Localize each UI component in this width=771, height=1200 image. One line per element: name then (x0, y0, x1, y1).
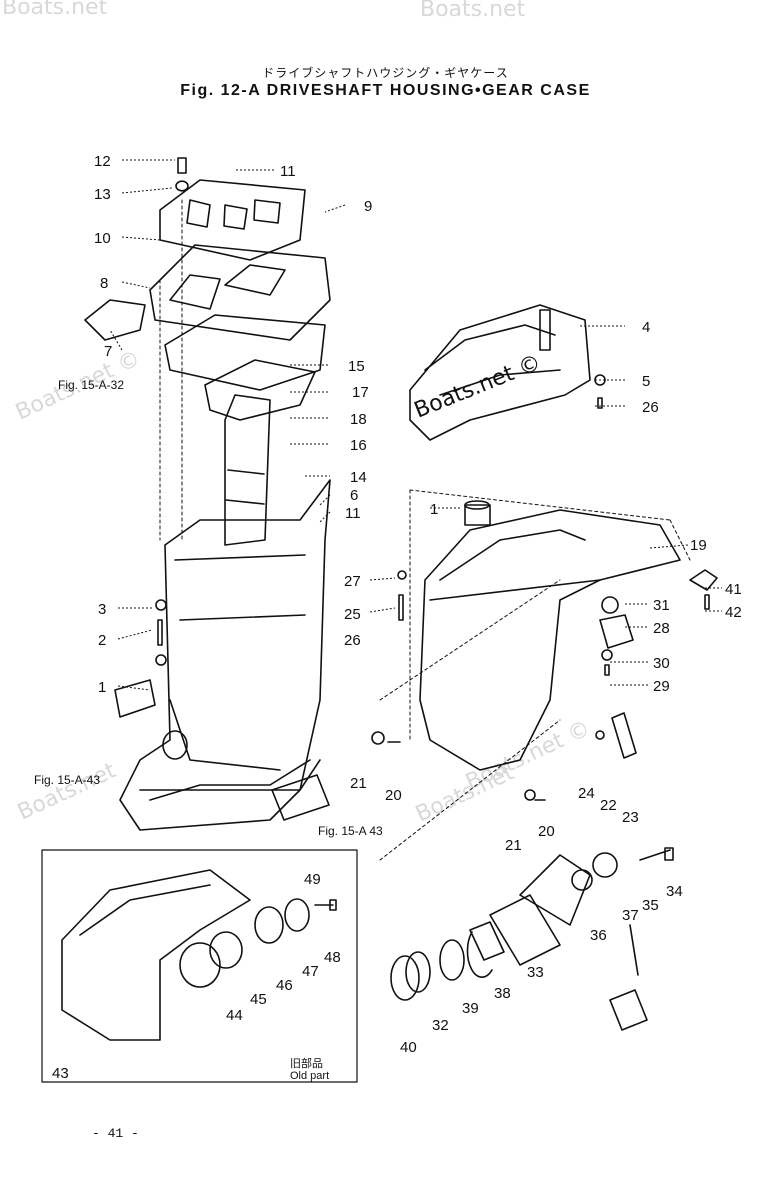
callout-47: 47 (302, 963, 319, 980)
callout-21b: 21 (505, 837, 522, 854)
callout-29: 29 (653, 678, 670, 695)
bearing-38 (466, 921, 505, 978)
callout-11: 11 (280, 163, 296, 180)
gear-case (419, 509, 681, 771)
figure-reference: Fig. 15-A-32 (58, 378, 124, 392)
callout-13: 13 (94, 186, 111, 203)
callout-49: 49 (304, 871, 321, 888)
old-part-label: 旧部品 Old part (290, 1058, 329, 1082)
callout-2: 2 (98, 632, 106, 649)
callout-41: 41 (725, 581, 742, 598)
callout-43: 43 (52, 1065, 69, 1082)
plate-1 (114, 679, 156, 718)
callout-22: 22 (600, 797, 617, 814)
figure-reference: Fig. 15-A 43 (318, 824, 383, 838)
bearing-housing-33 (489, 894, 561, 966)
callout-20: 20 (385, 787, 402, 804)
callout-40: 40 (400, 1039, 417, 1056)
seal-40 (390, 955, 420, 1001)
callout-6: 6 (350, 487, 358, 504)
callout-33: 33 (527, 964, 544, 981)
callout-9: 9 (364, 198, 372, 215)
cotter-pin-part (609, 989, 648, 1031)
callout-4: 4 (642, 319, 650, 336)
callout-16: 16 (350, 437, 367, 454)
callout-23: 23 (622, 809, 639, 826)
old-gear-case (61, 869, 251, 1041)
callout-27: 27 (344, 573, 361, 590)
callout-15: 15 (348, 358, 365, 375)
callout-48: 48 (324, 949, 341, 966)
callout-25: 25 (344, 606, 361, 623)
callout-45: 45 (250, 991, 267, 1008)
callout-19: 19 (690, 537, 707, 554)
callout-12: 12 (94, 153, 111, 170)
old-part-box (41, 849, 358, 1083)
cover-plate (271, 774, 330, 821)
callout-39: 39 (462, 1000, 479, 1017)
washer-31 (601, 596, 619, 614)
callout-31: 31 (653, 597, 670, 614)
housing-cover-4 (409, 304, 591, 441)
exhaust-pipe-14 (224, 394, 271, 546)
callout-28: 28 (653, 620, 670, 637)
callout-18: 18 (350, 411, 367, 428)
bracket-7 (84, 299, 146, 341)
diagram-title: Fig. 12-A DRIVESHAFT HOUSING•GEAR CASE (180, 82, 591, 99)
callout-5: 5 (642, 373, 650, 390)
callout-26b: 26 (344, 632, 361, 649)
callout-7: 7 (104, 343, 112, 360)
gasket-plate-10 (159, 179, 306, 261)
callout-34: 34 (666, 883, 683, 900)
old-part-label-jp: 旧部品 (290, 1058, 323, 1070)
callout-1b: 1 (430, 501, 438, 518)
callout-11b: 11 (345, 505, 361, 522)
watermark: Boats.net (2, 0, 108, 20)
watermark: Boats.net (14, 758, 120, 825)
callout-46: 46 (276, 977, 293, 994)
anode-28 (599, 614, 634, 649)
callout-36: 36 (590, 927, 607, 944)
seal-46 (254, 906, 284, 944)
callout-14: 14 (350, 469, 367, 486)
callout-24: 24 (578, 785, 595, 802)
watermark: Boats.net (420, 0, 526, 22)
callout-44: 44 (226, 1007, 243, 1024)
callout-10: 10 (94, 230, 111, 247)
diagram-title-japanese: ドライブシャフトハウジング・ギヤケース (262, 66, 509, 80)
callout-17: 17 (352, 384, 369, 401)
callout-3: 3 (98, 601, 106, 618)
watermark: Boats.net © (462, 716, 594, 795)
o-ring-39 (439, 939, 465, 981)
callout-32: 32 (432, 1017, 449, 1034)
watermark: Boats.net © (411, 350, 545, 423)
figure-reference: Fig. 15-A-43 (34, 773, 100, 787)
bearing-44 (179, 942, 221, 988)
callout-30: 30 (653, 655, 670, 672)
callout-35: 35 (642, 897, 659, 914)
callout-38: 38 (494, 985, 511, 1002)
callout-21: 21 (350, 775, 367, 792)
bushing-1 (464, 504, 491, 526)
callout-20b: 20 (538, 823, 555, 840)
gasket-15 (164, 314, 326, 391)
callout-26: 26 (642, 399, 659, 416)
old-part-label-en: Old part (290, 1070, 330, 1082)
callout-8: 8 (100, 275, 108, 292)
callout-1: 1 (98, 679, 106, 696)
page-number: - 41 - (92, 1126, 139, 1141)
exhaust-manifold-8 (149, 244, 331, 341)
callout-37: 37 (622, 907, 639, 924)
trim-tab-22 (611, 712, 637, 759)
callout-42: 42 (725, 604, 742, 621)
